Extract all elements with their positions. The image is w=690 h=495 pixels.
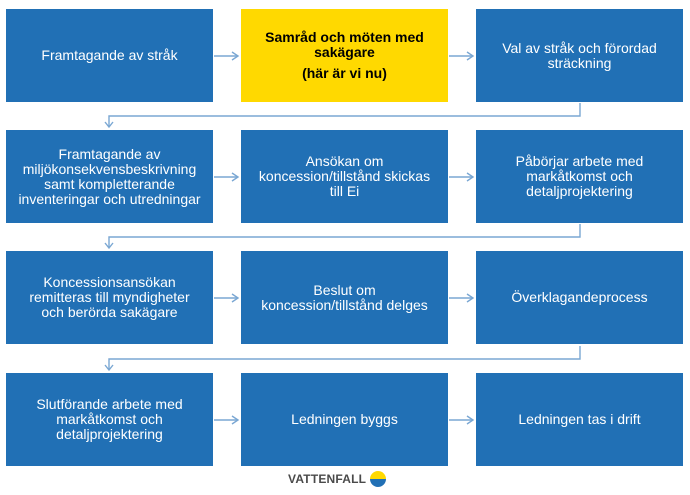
step-label: detaljprojektering <box>56 426 163 442</box>
right-arrow-icon <box>214 415 240 425</box>
step-label: Framtagande av stråk <box>41 47 178 63</box>
step-label: miljökonsekvensbeskrivning <box>22 160 197 177</box>
vattenfall-logo: VATTENFALL <box>288 471 387 487</box>
right-arrow-icon <box>449 415 475 425</box>
step-label: Överklagandeprocess <box>511 289 648 305</box>
step-label: och berörda sakägare <box>41 304 178 320</box>
step-label: Beslut om <box>313 281 376 298</box>
step-ledningen-byggs: Ledningen byggs <box>241 373 448 466</box>
step-koncessionsansokan-remitteras: Koncessionsansökan remitteras till myndi… <box>6 251 213 344</box>
step-label: Påbörjar arbete med <box>515 153 644 169</box>
right-arrow-icon <box>449 172 475 182</box>
step-samrad-current: Samråd och möten med sakägare (här är vi… <box>241 9 448 102</box>
step-beslut-delges: Beslut om koncession/tillstånd delges <box>241 251 448 344</box>
row-wrap-connector <box>104 103 581 129</box>
step-paborjar-markatkomst: Påbörjar arbete med markåtkomst och deta… <box>476 130 683 223</box>
logo-text: VATTENFALL <box>288 472 367 486</box>
step-label: Koncessionsansökan <box>43 274 176 290</box>
step-label: detaljprojektering <box>526 183 633 199</box>
step-label: samt kompletterande <box>44 175 175 192</box>
step-overklagandeprocess: Överklagandeprocess <box>476 251 683 344</box>
step-label: koncession/tillstånd skickas <box>258 168 431 184</box>
row-wrap-connector <box>104 224 581 250</box>
step-label: markåtkomst och <box>56 411 163 427</box>
step-label: markåtkomst och <box>526 168 633 184</box>
right-arrow-icon <box>449 51 475 61</box>
step-slutforande-arbete: Slutförande arbete med markåtkomst och d… <box>6 373 213 466</box>
step-framtagande-av-strak: Framtagande av stråk <box>6 9 213 102</box>
step-miljokonsekvensbeskrivning: Framtagande av miljökonsekvensbeskrivnin… <box>6 130 213 223</box>
step-label: Framtagande av <box>58 145 161 162</box>
step-label: Ledningen tas i drift <box>518 411 641 427</box>
step-val-av-strak: Val av stråk och förordad sträckning <box>476 9 683 102</box>
step-label: inventeringar och utredningar <box>18 190 201 207</box>
vattenfall-logo-icon <box>370 471 387 487</box>
step-label: Slutförande arbete med <box>36 396 183 412</box>
step-label: Val av stråk och förordad <box>502 39 657 56</box>
step-ledningen-i-drift: Ledningen tas i drift <box>476 373 683 466</box>
step-label: sträckning <box>547 54 612 71</box>
row-wrap-connector <box>104 346 581 372</box>
step-label: sakägare <box>314 44 375 60</box>
right-arrow-icon <box>214 51 240 61</box>
step-label: till Ei <box>329 183 360 199</box>
step-label: remitteras till myndigheter <box>29 289 190 305</box>
right-arrow-icon <box>214 172 240 182</box>
right-arrow-icon <box>214 293 240 303</box>
right-arrow-icon <box>449 293 475 303</box>
step-label: koncession/tillstånd delges <box>261 296 428 313</box>
step-ansokan-koncession: Ansökan om koncession/tillstånd skickas … <box>241 130 448 223</box>
step-label: Ledningen byggs <box>291 411 398 427</box>
step-label: Ansökan om <box>305 153 384 169</box>
current-step-indicator: (här är vi nu) <box>302 65 387 81</box>
step-label: Samråd och möten med <box>265 29 424 45</box>
